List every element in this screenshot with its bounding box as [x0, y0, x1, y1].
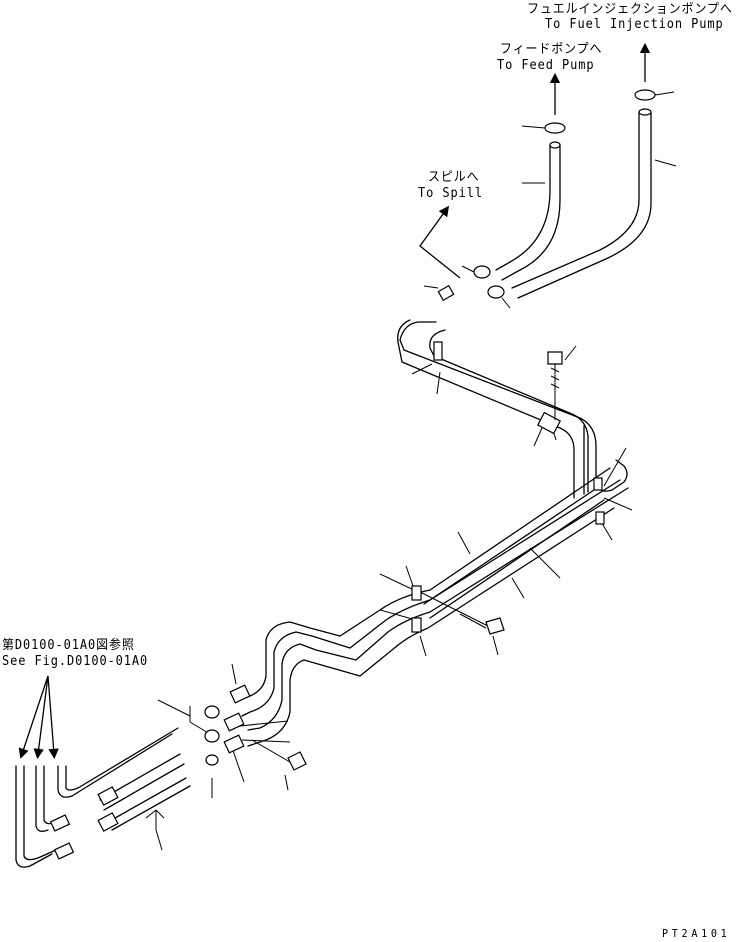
reference-label-jp: 第D0100-01A0図参照	[2, 638, 135, 653]
pipe-bundle	[237, 319, 629, 747]
drawing-code: PT2A101	[662, 927, 731, 940]
left-fittings	[204, 684, 251, 766]
bolt-upper	[547, 351, 563, 420]
clamp-feed-pump	[544, 122, 566, 134]
clamp-fuel-injection-pump	[634, 89, 656, 101]
bolt-left	[251, 739, 307, 771]
reference-arrows	[18, 675, 59, 760]
right-clip	[593, 477, 605, 525]
left-hoses	[15, 727, 191, 868]
feed-pump-label-en: To Feed Pump	[497, 58, 595, 73]
hose-fuel-injection-pump	[511, 108, 652, 299]
reference-label-en: See Fig.D0100-01A0	[2, 654, 149, 669]
lower-clip	[411, 585, 422, 633]
bolt-lower	[459, 613, 505, 635]
fuel-pump-label-jp: フュエルインジェクションポンプへ	[527, 2, 733, 17]
fuel-pump-label-en: To Fuel Injection Pump	[545, 17, 724, 32]
hose-feed-pump	[495, 141, 561, 281]
upper-clip	[433, 341, 562, 435]
spill-label-en: To Spill	[418, 186, 483, 201]
leader-lines	[145, 91, 677, 851]
hose-clamp-upper	[473, 265, 491, 279]
feed-pump-label-jp: フィードポンプへ	[500, 42, 603, 57]
spill-fitting	[437, 284, 455, 302]
arrow-to-spill	[419, 205, 461, 279]
hose-clamp-lower	[487, 285, 505, 299]
spill-label-jp: スピルへ	[428, 170, 480, 185]
